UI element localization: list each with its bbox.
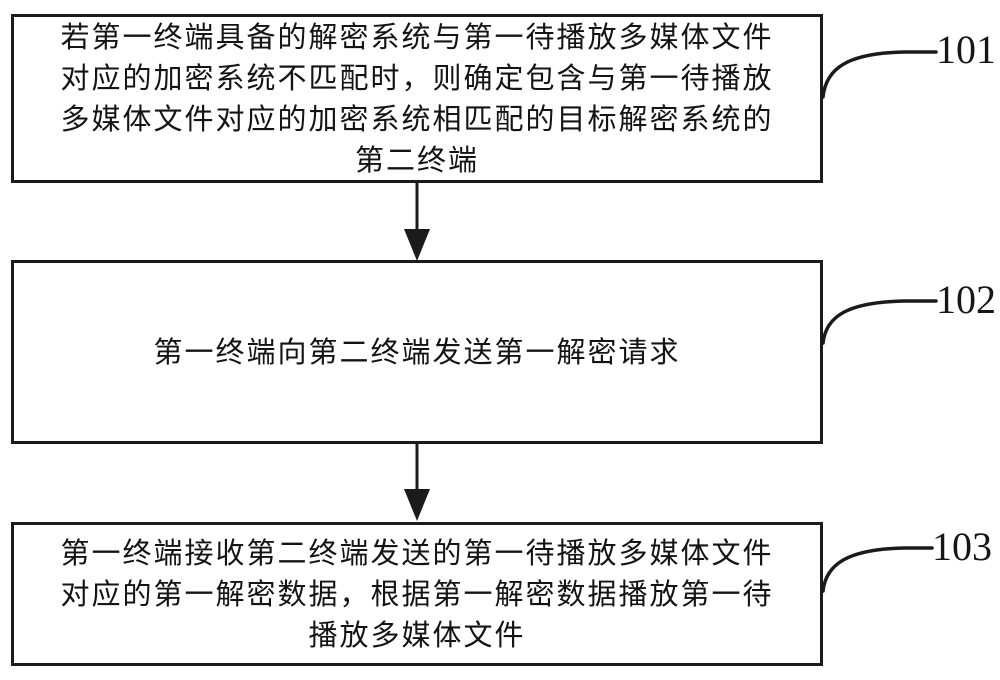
flow-step-text-line: 多媒体文件对应的加密系统相匹配的目标解密系统的: [60, 101, 774, 136]
flow-step-box-101: 若第一终端具备的解密系统与第一待播放多媒体文件 对应的加密系统不匹配时，则确定包…: [11, 14, 823, 183]
ref-numeral-102: 102: [936, 277, 996, 322]
ref-leader-101: [821, 50, 938, 99]
down-arrow-2: [404, 444, 430, 521]
flow-step-text-line: 第二终端: [354, 142, 479, 177]
ref-leader-103: [821, 546, 934, 593]
flow-step-text-line: 播放多媒体文件: [308, 617, 526, 652]
flow-step-box-103: 第一终端接收第二终端发送的第一待播放多媒体文件 对应的第一解密数据，根据第一解密…: [11, 522, 823, 666]
flow-step-box-102: 第一终端向第二终端发送第一解密请求: [11, 260, 823, 444]
flow-step-text-line: 若第一终端具备的解密系统与第一待播放多媒体文件: [60, 19, 774, 54]
ref-numeral-103: 103: [932, 524, 992, 569]
flow-step-text-line: 对应的第一解密数据，根据第一解密数据播放第一待: [60, 576, 774, 611]
flow-step-text-line: 对应的加密系统不匹配时，则确定包含与第一待播放: [60, 60, 774, 95]
flow-step-text-line: 第一终端接收第二终端发送的第一待播放多媒体文件: [60, 535, 774, 570]
ref-leader-102: [821, 299, 938, 345]
down-arrow-1: [404, 183, 430, 261]
ref-numeral-101: 101: [936, 27, 996, 72]
flow-step-text-line: 第一终端向第二终端发送第一解密请求: [153, 334, 681, 369]
